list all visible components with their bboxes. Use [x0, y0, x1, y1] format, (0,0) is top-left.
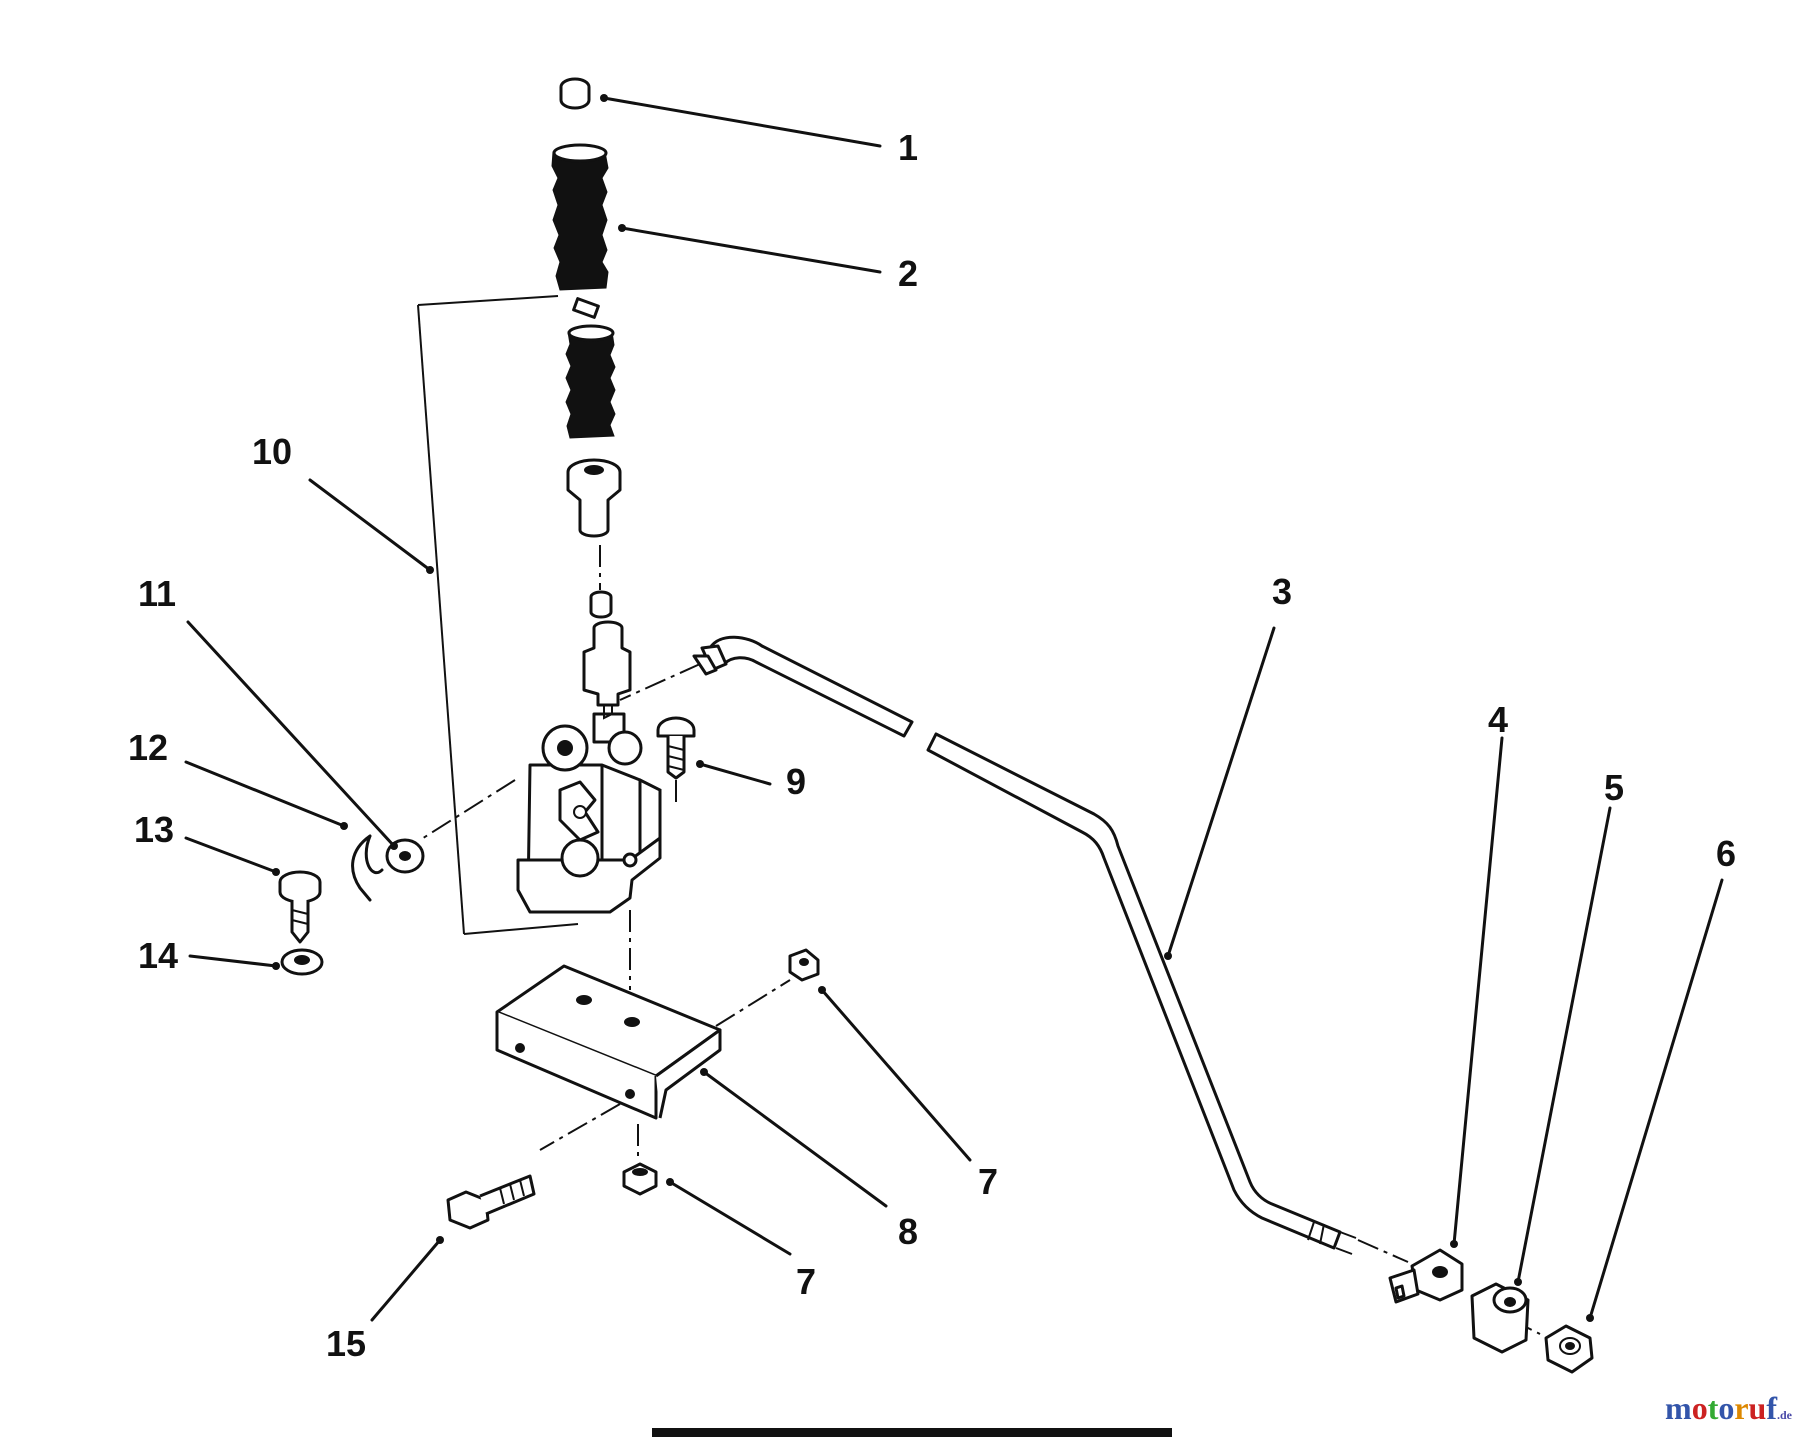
watermark-suffix: .de — [1777, 1408, 1792, 1422]
control-housing — [516, 724, 662, 914]
part-9-bolt — [656, 716, 696, 780]
callout-13: 13 — [134, 809, 174, 850]
part-7-nut-upper — [788, 948, 820, 982]
part-13-screw — [278, 870, 322, 944]
part-4-swivel — [1388, 1248, 1464, 1304]
callout-7b: 7 — [796, 1261, 816, 1302]
watermark-logo: motoruf.de — [1665, 1390, 1792, 1427]
part-1-cap — [559, 77, 591, 110]
part-2-boot — [551, 143, 609, 291]
plunger — [566, 458, 622, 538]
part-12-cotter-pin — [351, 834, 384, 902]
callout-4: 4 — [1488, 699, 1508, 740]
watermark-letter: t — [1707, 1390, 1719, 1426]
callout-7a: 7 — [978, 1161, 998, 1202]
cut-off-title-fragment — [652, 1428, 1172, 1437]
shaft-coupling — [582, 620, 632, 744]
watermark-letter: m — [1665, 1390, 1692, 1426]
part-3-rod — [692, 635, 1357, 1255]
part-15-bolt — [446, 1174, 536, 1230]
leader-lines — [184, 94, 1724, 1322]
spring — [565, 324, 616, 439]
callout-11: 11 — [138, 573, 176, 614]
watermark-letter: r — [1734, 1390, 1749, 1426]
callout-15: 15 — [326, 1323, 366, 1364]
part-7-nut-lower — [622, 1162, 658, 1196]
callout-2: 2 — [898, 253, 918, 294]
callout-1: 1 — [898, 127, 918, 168]
watermark-letter: o — [1691, 1390, 1708, 1426]
callout-3: 3 — [1272, 571, 1292, 612]
callout-14: 14 — [138, 935, 178, 976]
part-8-plate — [495, 964, 722, 1120]
callout-8: 8 — [898, 1211, 918, 1252]
sleeve-small — [589, 590, 613, 619]
part-14-washer — [280, 948, 324, 976]
callout-5: 5 — [1604, 767, 1624, 808]
callout-10: 10 — [252, 431, 292, 472]
part-6-nut — [1544, 1324, 1594, 1374]
watermark-letter: f — [1766, 1390, 1777, 1426]
callout-9: 9 — [786, 761, 806, 802]
callout-labels: 1 2 3 4 5 6 7 7 8 9 10 11 12 13 14 15 — [128, 127, 1736, 1364]
part-5-spacer — [1470, 1282, 1530, 1354]
callout-6: 6 — [1716, 833, 1736, 874]
callout-12: 12 — [128, 727, 168, 768]
watermark-letter: u — [1748, 1390, 1767, 1426]
watermark-letter: o — [1718, 1390, 1735, 1426]
pin — [572, 297, 600, 319]
